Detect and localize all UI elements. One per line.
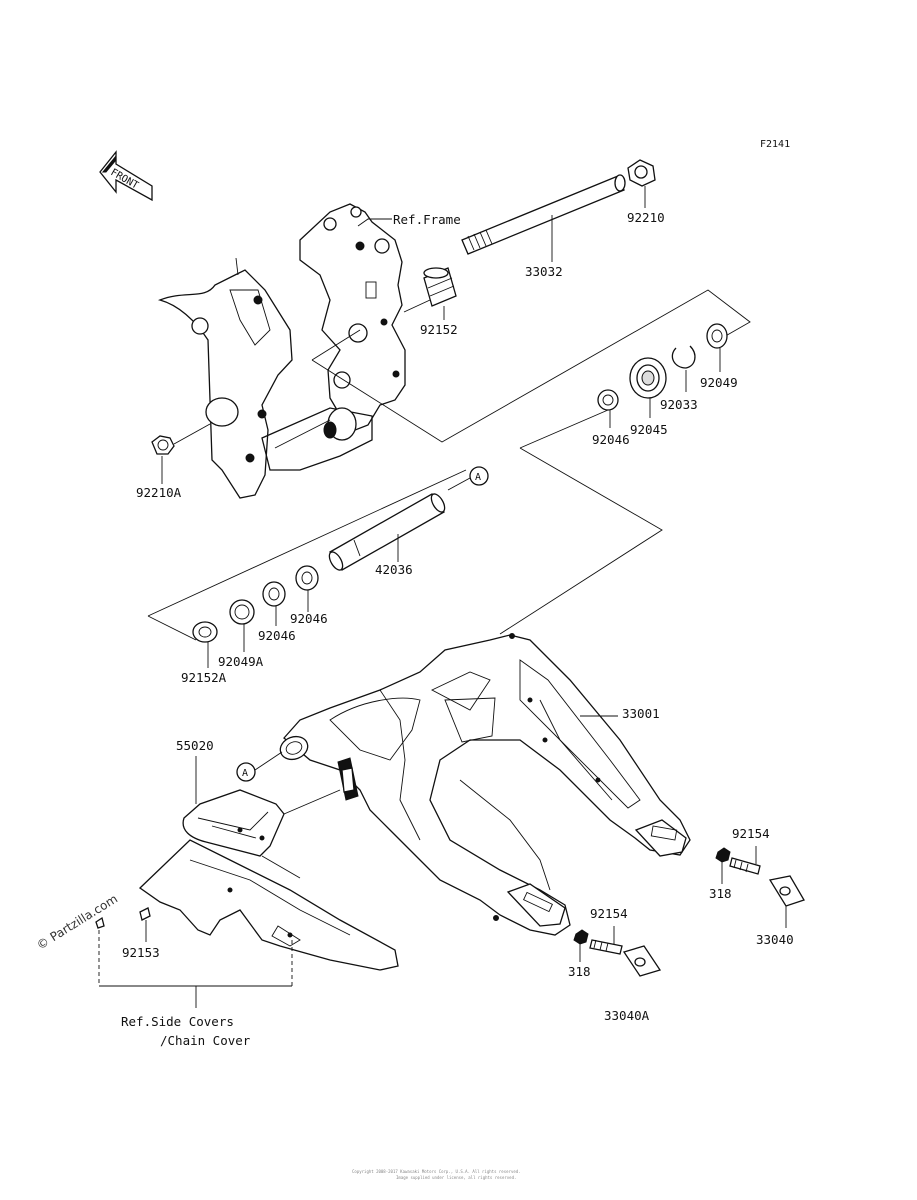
label-33001: 33001 [622, 706, 660, 721]
footer-line-1: Copyright 2008-2017 Kawasaki Motors Corp… [352, 1169, 521, 1174]
collar-92152A [192, 621, 218, 643]
label-33040: 33040 [756, 932, 794, 947]
screw-92153 [139, 907, 151, 921]
ref-side-covers-bracket [95, 916, 293, 1008]
sleeve-42036 [328, 493, 446, 571]
label-55020: 55020 [176, 738, 214, 753]
frame-illustration [157, 203, 406, 499]
callout-a-upper: A [469, 466, 489, 486]
swingarm-33001 [279, 633, 691, 936]
seal-92049 [706, 323, 728, 349]
label-42036: 42036 [375, 562, 413, 577]
footer-line-2: Image supplied under license, all rights… [396, 1175, 516, 1180]
label-92154-right: 92154 [732, 826, 770, 841]
nut-318-right [715, 847, 731, 863]
label-92046: 92046 [592, 432, 630, 447]
label-92210: 92210 [627, 210, 665, 225]
bearing-group-outline-upper [311, 289, 751, 443]
snap-ring-92033 [671, 345, 696, 369]
nut-318-lower [573, 929, 589, 945]
collar-92152 [423, 267, 457, 307]
label-33032: 33032 [525, 264, 563, 279]
ref-side-covers-label: Ref.Side Covers [121, 1014, 234, 1029]
label-92153: 92153 [122, 945, 160, 960]
label-318-lower: 318 [568, 964, 591, 979]
needle-bearing-92046 [597, 389, 619, 411]
chain-cover [138, 839, 399, 971]
seal-92049A [229, 599, 255, 625]
needle-bearing-92046-lower-left [262, 581, 286, 607]
label-92049A: 92049A [218, 654, 264, 669]
label-33040A: 33040A [604, 1008, 650, 1023]
label-92033: 92033 [660, 397, 698, 412]
figure-code: F2141 [760, 139, 790, 150]
label-92152A: 92152A [181, 670, 227, 685]
pivot-shaft-33032 [461, 174, 626, 255]
ref-frame-label: Ref.Frame [393, 212, 461, 227]
callout-a-lower: A [236, 762, 256, 782]
needle-bearing-92046-lower-right [295, 565, 319, 591]
svg-text:A: A [475, 472, 481, 483]
ref-chain-cover-label: /Chain Cover [160, 1033, 251, 1048]
label-318-right: 318 [709, 886, 732, 901]
label-92046-lower-left: 92046 [258, 628, 296, 643]
bearing-92045 [629, 357, 667, 399]
svg-text:A: A [242, 768, 248, 779]
chain-guard-55020 [182, 789, 285, 857]
nut-92210 [627, 159, 656, 187]
adjuster-33040 [768, 875, 805, 907]
label-92049: 92049 [700, 375, 738, 390]
nut-92210A [151, 435, 175, 455]
label-92154-lower: 92154 [590, 906, 628, 921]
bolt-92154-right [729, 857, 761, 875]
adjuster-33040A [622, 945, 662, 977]
front-arrow-icon: FRONT [99, 150, 153, 202]
label-92210A: 92210A [136, 485, 182, 500]
label-92046-lower-right: 92046 [290, 611, 328, 626]
watermark-text: © Partzilla.com [34, 892, 120, 953]
label-92152: 92152 [420, 322, 458, 337]
label-92045: 92045 [630, 422, 668, 437]
bolt-92154-lower [589, 939, 623, 955]
